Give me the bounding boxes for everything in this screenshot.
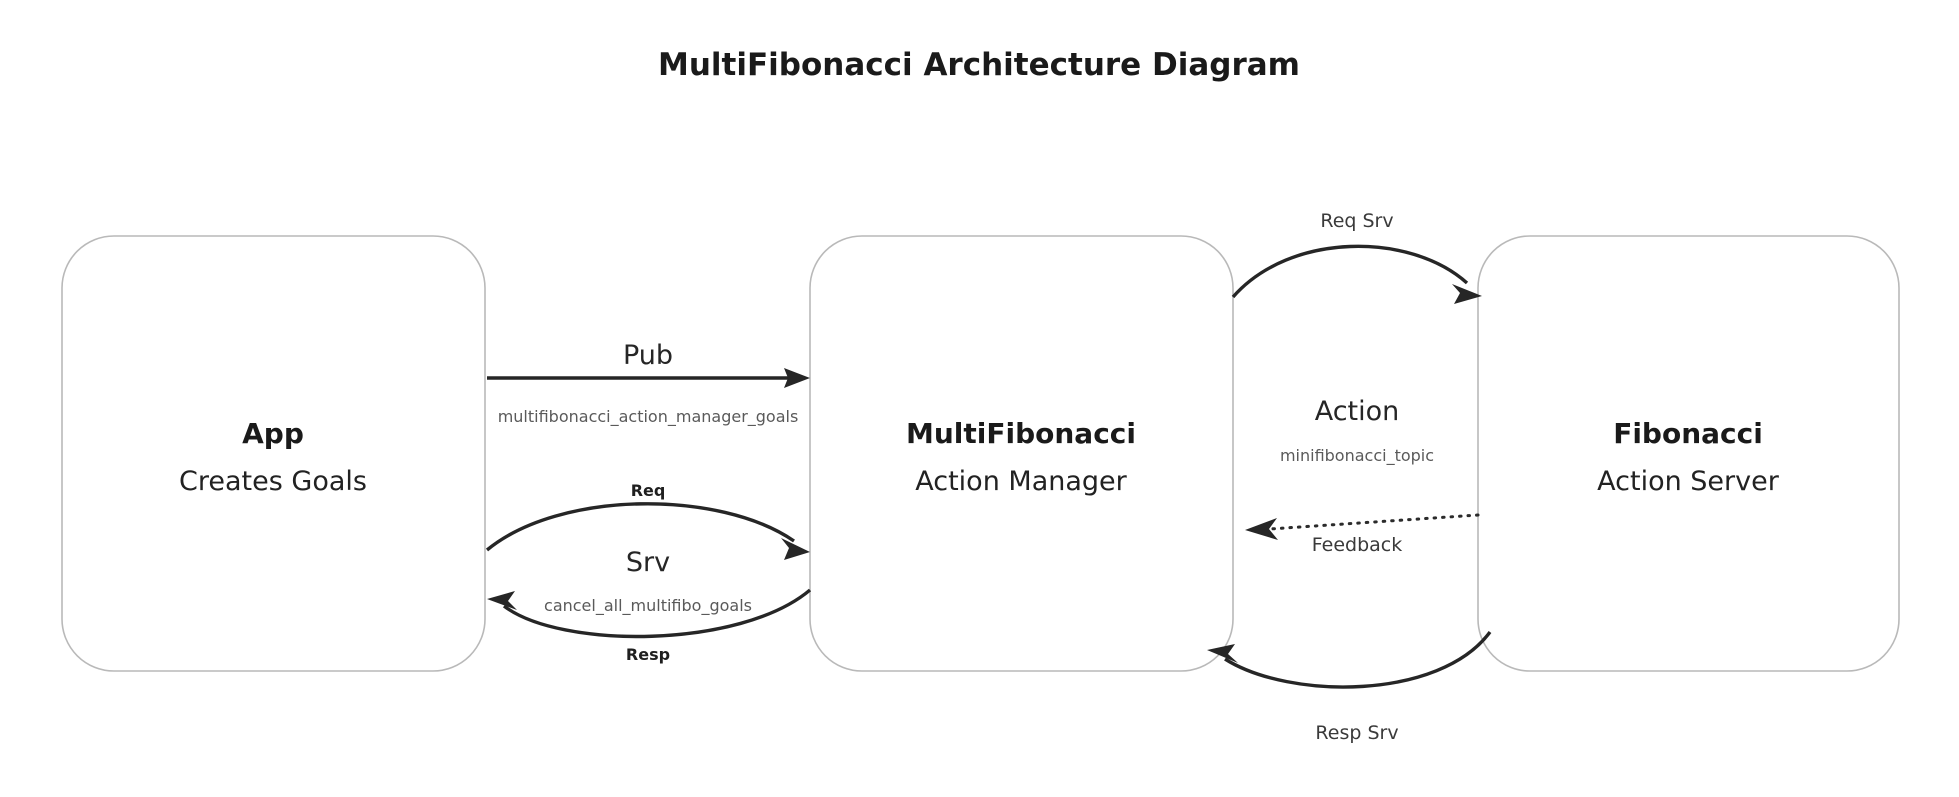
edge-srv-response-arrowhead-icon	[487, 591, 517, 610]
edge-action-label: Action	[1315, 396, 1400, 427]
edge-action: Req Srv Feedback Resp Srv Action minifib…	[1207, 210, 1492, 744]
node-multifibonacci-title: MultiFibonacci	[906, 417, 1136, 450]
edge-srv-topic: cancel_all_multifibo_goals	[544, 596, 752, 616]
node-fibonacci-box[interactable]	[1477, 235, 1900, 672]
edge-pub-label: Pub	[623, 340, 673, 371]
edge-action-request-line	[1231, 244, 1469, 299]
edge-srv-request-label: Req	[631, 481, 666, 500]
edge-srv-request-line	[485, 502, 795, 552]
edge-action-response-line	[1224, 630, 1492, 689]
edge-action-response-label: Resp Srv	[1315, 722, 1398, 744]
edge-action-request-label: Req Srv	[1320, 210, 1393, 232]
edge-action-feedback-line	[1268, 513, 1480, 531]
node-fibonacci-subtitle: Action Server	[1597, 466, 1780, 497]
edge-srv-response-line	[502, 588, 812, 639]
node-multifibonacci-box[interactable]	[809, 235, 1234, 672]
edge-srv: Req Resp Srv cancel_all_multifibo_goals	[485, 481, 812, 664]
node-multifibonacci-subtitle: Action Manager	[915, 466, 1127, 497]
edge-srv-response-label: Resp	[626, 645, 670, 664]
node-app-title: App	[242, 417, 304, 450]
node-app[interactable]: App Creates Goals	[61, 235, 486, 672]
edge-action-topic: minifibonacci_topic	[1280, 446, 1434, 466]
edge-action-request-arrowhead-icon	[1452, 284, 1482, 304]
node-app-box[interactable]	[61, 235, 486, 672]
edge-pub-topic: multifibonacci_action_manager_goals	[498, 407, 799, 427]
edge-action-feedback-arrowhead-icon	[1245, 518, 1278, 540]
edge-pub-arrowhead-icon	[784, 368, 810, 388]
page-title: MultiFibonacci Architecture Diagram	[658, 47, 1300, 83]
edge-action-feedback-label: Feedback	[1312, 534, 1402, 556]
edge-pub: Pub multifibonacci_action_manager_goals	[487, 340, 810, 427]
node-app-subtitle: Creates Goals	[179, 466, 367, 497]
node-fibonacci-title: Fibonacci	[1613, 417, 1763, 450]
node-fibonacci[interactable]: Fibonacci Action Server	[1477, 235, 1900, 672]
node-multifibonacci[interactable]: MultiFibonacci Action Manager	[809, 235, 1234, 672]
edge-action-response-arrowhead-icon	[1207, 644, 1238, 663]
edge-srv-label: Srv	[626, 547, 670, 578]
edge-srv-request-arrowhead-icon	[781, 538, 810, 560]
